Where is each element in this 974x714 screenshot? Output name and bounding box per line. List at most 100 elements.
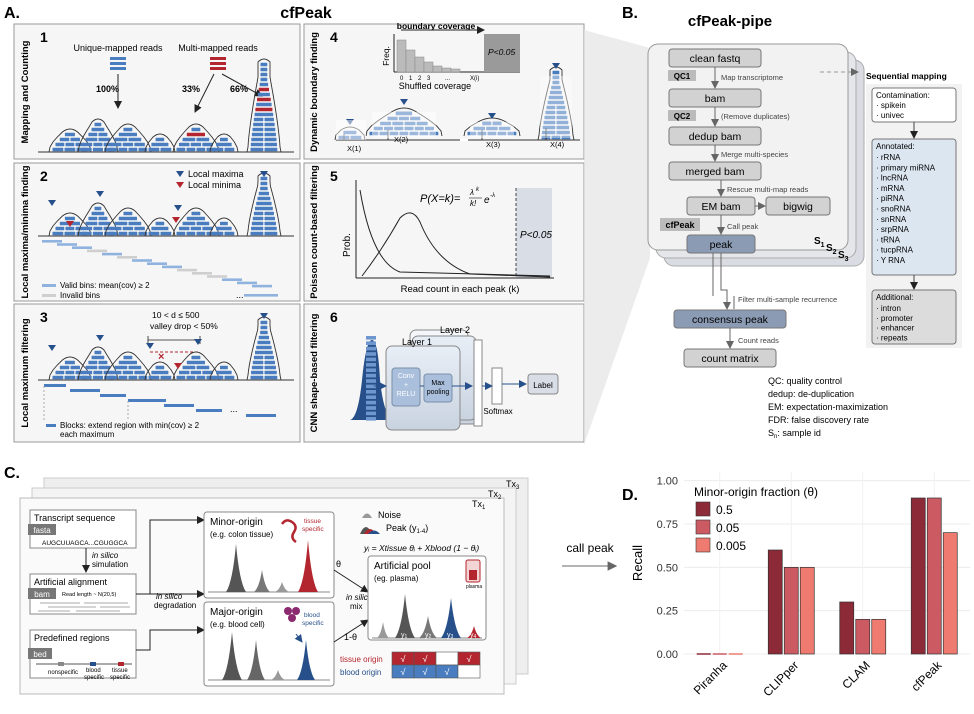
read [196,221,210,226]
legend-fdr: FDR: false discovery rate [768,415,869,425]
input-bin [366,384,376,389]
sequential-mapping-label: Sequential mapping [866,71,947,81]
condition-valley: valley drop < 50% [150,321,218,331]
read [118,216,138,221]
input-bin [366,368,376,372]
y2-label: y2 [425,632,432,640]
panel-b: B. cfPeak-pipe S1 S2 S3 clean fastqbamde… [622,5,962,440]
step-number-4: 4 [330,29,338,45]
legend-entry: 0.005 [716,539,746,553]
coverage-outline [209,133,239,153]
read [257,97,271,102]
read [544,115,556,120]
cnn-input [350,336,394,421]
read-count-label: Read count in each peak (k) [401,284,520,295]
local-maxima-marker [260,313,268,319]
read [83,370,93,375]
read [260,72,268,77]
read [64,216,75,221]
input-bin [366,390,376,394]
read [85,137,98,142]
p-value-label: P<0.05 [488,47,515,57]
check-mark: √ [401,667,406,677]
check-mark: √ [423,667,428,677]
read [94,350,102,355]
pipeline-step-note: Count reads [738,336,779,345]
panel-a: A. cfPeak Mapping and Counting Local max… [4,5,585,443]
x-tick-label: CLIPper [760,658,801,699]
read [123,211,133,216]
annotated-item: · mRNA [876,184,905,193]
read [547,100,565,105]
cnn-input-bins [366,336,376,421]
local-minima-marker [174,363,182,369]
nonspecific-label: nonspecific [48,670,78,676]
pool-example: (eg. plasma) [374,574,419,583]
read [258,191,270,196]
read [213,147,224,152]
layer1-label: Layer 1 [402,337,432,347]
bar [783,566,799,655]
step-number-1: 1 [40,29,48,45]
read [52,375,64,380]
additional-list: · intron· promoter· enhancer· repeats [876,304,915,342]
read [128,137,142,142]
tissue-specific-label-2: specific [110,675,130,681]
noise-shape [271,670,285,680]
theta-label: θ [336,559,341,569]
block [196,409,222,412]
count-matrix-box-label: count matrix [701,353,759,365]
one-minus-theta-arrow [333,619,369,643]
coverage-outline [209,217,239,237]
read [404,126,414,131]
read [85,365,98,370]
bins-ellipsis: ... [236,290,244,300]
read [55,370,65,375]
side-label-1: Mapping and Counting [20,40,31,143]
read [556,120,569,125]
poisson-formula: P(X=k)= λ k k! e -λ [420,187,495,208]
read [264,355,274,360]
peak-box-label: peak [710,239,734,251]
read [59,365,70,370]
pipeline-step-note: Map transcriptome [721,73,783,82]
pipeline-step-note: Merge multi-species [721,150,788,159]
coverage-outline [209,361,239,381]
read [264,142,277,147]
tissue-specific-peak [298,540,318,592]
read [260,176,268,181]
hist-tick: 0 [400,76,404,82]
shuffled-coverage-label: Shuffled coverage [399,81,471,91]
pct-100: 100% [96,84,119,94]
local-minima-marker [66,221,74,227]
panel-b-letter: B. [622,5,638,22]
read [398,116,409,121]
annotated-item: · primary miRNA [876,163,936,172]
read [91,127,105,132]
read [91,211,105,216]
read [260,325,268,330]
bin [192,272,212,275]
bin [57,243,77,246]
clean-fastq-box-label: clean fastq [690,53,741,65]
noise-label: Noise [378,510,401,520]
bin [102,252,122,256]
read [110,370,122,375]
step-number-2: 2 [40,168,48,184]
read [182,221,196,226]
s2-label: S2 [826,243,837,256]
read [190,142,202,147]
multi-reads-label: Multi-mapped reads [178,43,258,53]
input-bin [366,336,376,340]
bin [42,240,62,243]
pool-title: Artificial pool [374,561,431,572]
read [64,231,76,236]
read [134,226,145,231]
read [552,75,560,80]
read [414,126,424,131]
local-minima-marker [172,217,180,223]
legend-title: Minor-origin fraction (θ) [694,485,818,499]
read [410,116,421,121]
